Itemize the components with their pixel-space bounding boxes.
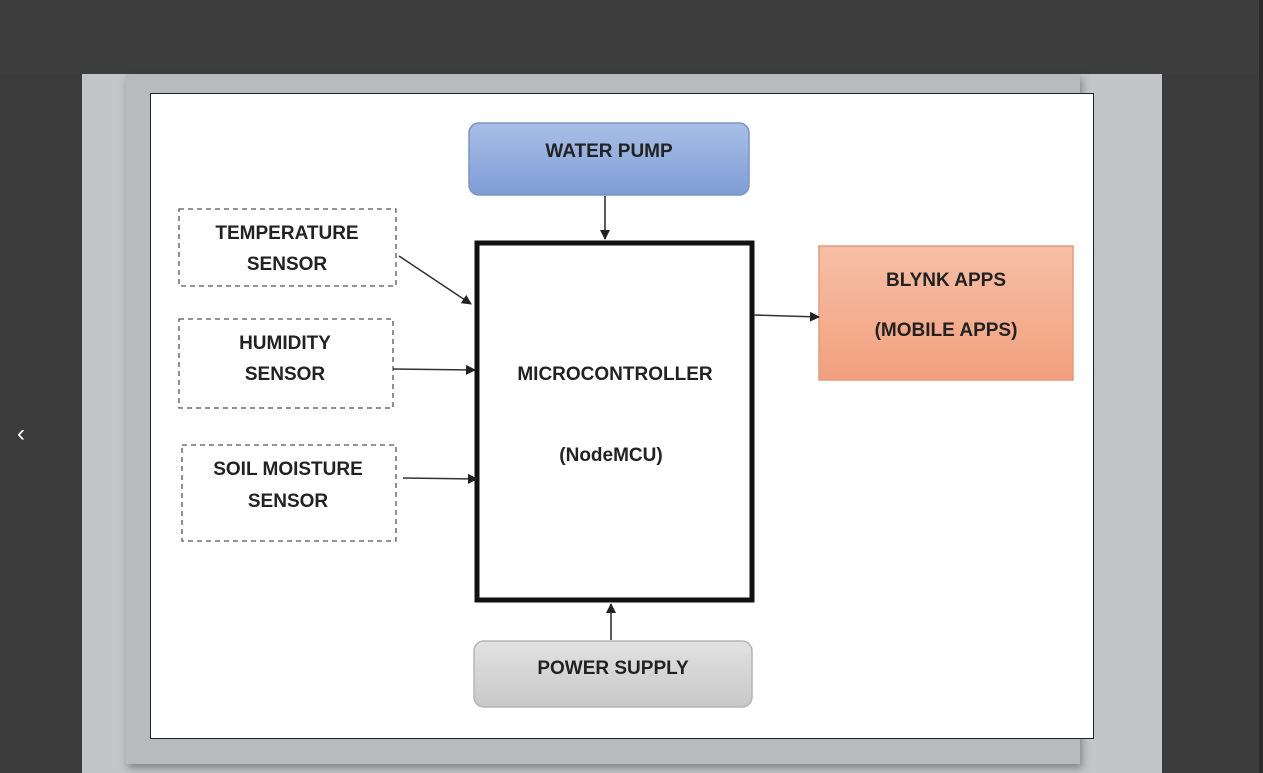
previous-image-button[interactable]: ‹: [10, 420, 32, 448]
blynk-apps-label: BLYNK APPS: [886, 270, 1006, 291]
viewer-right-edge: [1259, 0, 1263, 773]
block-diagram: WATER PUMP TEMPERATURE SENSOR HUMIDITY S…: [178, 122, 1074, 708]
power-supply-label: POWER SUPPLY: [537, 658, 689, 679]
microcontroller-block: MICROCONTROLLER (NodeMCU): [474, 240, 755, 603]
arrow-temperature-to-mcu: [398, 255, 472, 305]
blynk-apps-block: BLYNK APPS (MOBILE APPS): [818, 245, 1074, 381]
soil-moisture-sensor-label-line2: SENSOR: [248, 491, 329, 512]
arrow-humidity-to-mcu: [392, 364, 476, 375]
temperature-sensor-label-line2: SENSOR: [247, 254, 328, 275]
humidity-sensor-label-line2: SENSOR: [245, 364, 326, 385]
temperature-sensor-block: TEMPERATURE SENSOR: [178, 208, 397, 287]
water-pump-block: WATER PUMP: [468, 122, 750, 196]
viewer-top-bar: [0, 0, 1263, 74]
chevron-left-icon: ‹: [17, 420, 25, 447]
soil-moisture-sensor-label-line1: SOIL MOISTURE: [213, 459, 363, 480]
temperature-sensor-label-line1: TEMPERATURE: [215, 223, 358, 244]
humidity-sensor-block: HUMIDITY SENSOR: [178, 318, 394, 409]
microcontroller-label: MICROCONTROLLER: [517, 364, 713, 385]
water-pump-label: WATER PUMP: [545, 141, 673, 162]
soil-moisture-sensor-block: SOIL MOISTURE SENSOR: [181, 444, 397, 542]
block-diagram-figure: WATER PUMP TEMPERATURE SENSOR HUMIDITY S…: [150, 93, 1094, 739]
humidity-sensor-label-line1: HUMIDITY: [239, 333, 331, 354]
power-supply-block: POWER SUPPLY: [473, 640, 753, 708]
arrow-soil-to-mcu: [402, 473, 478, 484]
arrow-mcu-to-blynk: [753, 311, 820, 322]
nodemcu-label: (NodeMCU): [559, 445, 662, 466]
mobile-apps-label: (MOBILE APPS): [875, 320, 1018, 341]
image-viewer-canvas: WATER PUMP TEMPERATURE SENSOR HUMIDITY S…: [82, 74, 1162, 773]
